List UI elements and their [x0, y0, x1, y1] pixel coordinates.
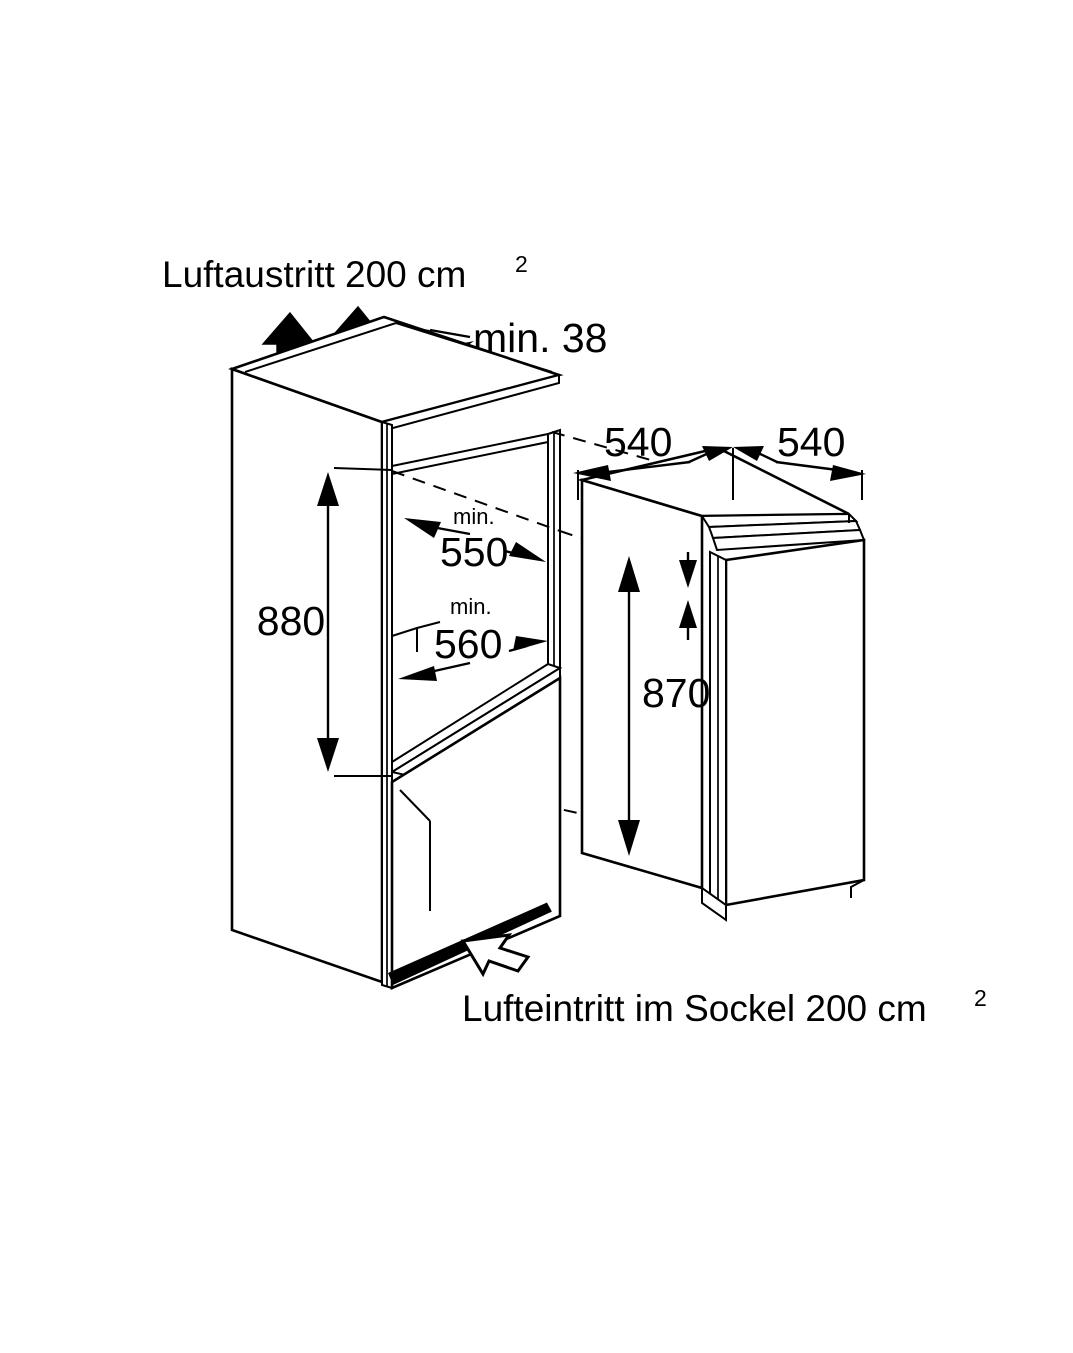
arrow-head-up — [317, 472, 339, 506]
arrow-head-center-right — [733, 446, 764, 461]
appliance-width-label: 540 — [777, 419, 845, 465]
cabinet-left-side-panel — [230, 367, 384, 984]
arrow-head-right-outer — [830, 465, 866, 481]
appliance-depth-label: 540 — [604, 419, 672, 465]
air-inlet-label: Lufteintritt im Sockel 200 cm — [462, 988, 927, 1029]
niche-depth-projection-upper — [391, 470, 561, 532]
cabinet-lower-panel-corner — [399, 789, 431, 822]
appliance-door-front — [724, 538, 866, 907]
appliance-height-label: 870 — [642, 670, 710, 716]
dimension-leader — [429, 328, 471, 339]
arrow-head-left — [398, 666, 437, 681]
appliance-base-foot-left — [701, 886, 727, 922]
dimension-line-left — [431, 525, 471, 536]
appliance-base-foot-right — [850, 879, 865, 898]
niche-height-label: 880 — [257, 598, 325, 644]
niche-cabinet-isometric — [228, 315, 701, 990]
cabinet-top-rear-edge — [244, 322, 397, 373]
arrow-head-right — [513, 636, 548, 651]
extension-line-upper — [333, 467, 393, 471]
air-inlet-annotation: Lufteintritt im Sockel 200 cm 2 — [462, 985, 987, 1029]
air-outlet-superscript: 2 — [515, 251, 528, 277]
air-inlet-superscript: 2 — [974, 985, 987, 1011]
niche-ceiling — [391, 432, 549, 476]
niche-depth-projection-extend — [559, 530, 629, 555]
top-projection-to-right-figure — [551, 431, 701, 475]
arrow-head-up — [618, 556, 640, 592]
arrow-head-down — [618, 820, 640, 856]
niche-width-qualifier: min. — [450, 594, 492, 619]
niche-width-dimension: min. 560 — [398, 594, 548, 681]
appliance-bottom-edge — [581, 852, 703, 889]
dimension-line-left — [429, 661, 471, 674]
sockel-plinth-end — [545, 902, 552, 913]
hollow-arrow-icon — [460, 933, 531, 978]
cabinet-top-right-edge — [395, 322, 553, 373]
appliance-width-depth-dimensions: 540 540 — [573, 419, 866, 500]
appliance-top-gap-dimension — [679, 552, 697, 640]
cabinet-bottom-right-return — [547, 915, 561, 922]
arrow-head-right — [509, 542, 546, 562]
appliance-isometric — [576, 446, 866, 922]
arrow-head-down — [679, 560, 697, 588]
air-outlet-label: Luftaustritt 200 cm — [162, 254, 466, 295]
niche-width-label: 560 — [434, 621, 502, 667]
arrow-head-left — [404, 518, 441, 538]
arrow-head-center-left — [702, 446, 733, 461]
niche-depth-dimension: min. 550 — [404, 504, 546, 575]
dimension-line-left-outer — [599, 460, 691, 475]
niche-height-dimension: 880 — [257, 467, 393, 777]
niche-depth-qualifier: min. — [453, 504, 495, 529]
niche-depth-label: 550 — [440, 529, 508, 575]
arrow-head-down — [317, 738, 339, 772]
air-outlet-annotation: Luftaustritt 200 cm 2 — [162, 251, 528, 295]
appliance-height-dimension: 870 — [618, 556, 710, 856]
arrow-head-left-outer — [573, 465, 611, 481]
arrow-head-up — [679, 600, 697, 628]
